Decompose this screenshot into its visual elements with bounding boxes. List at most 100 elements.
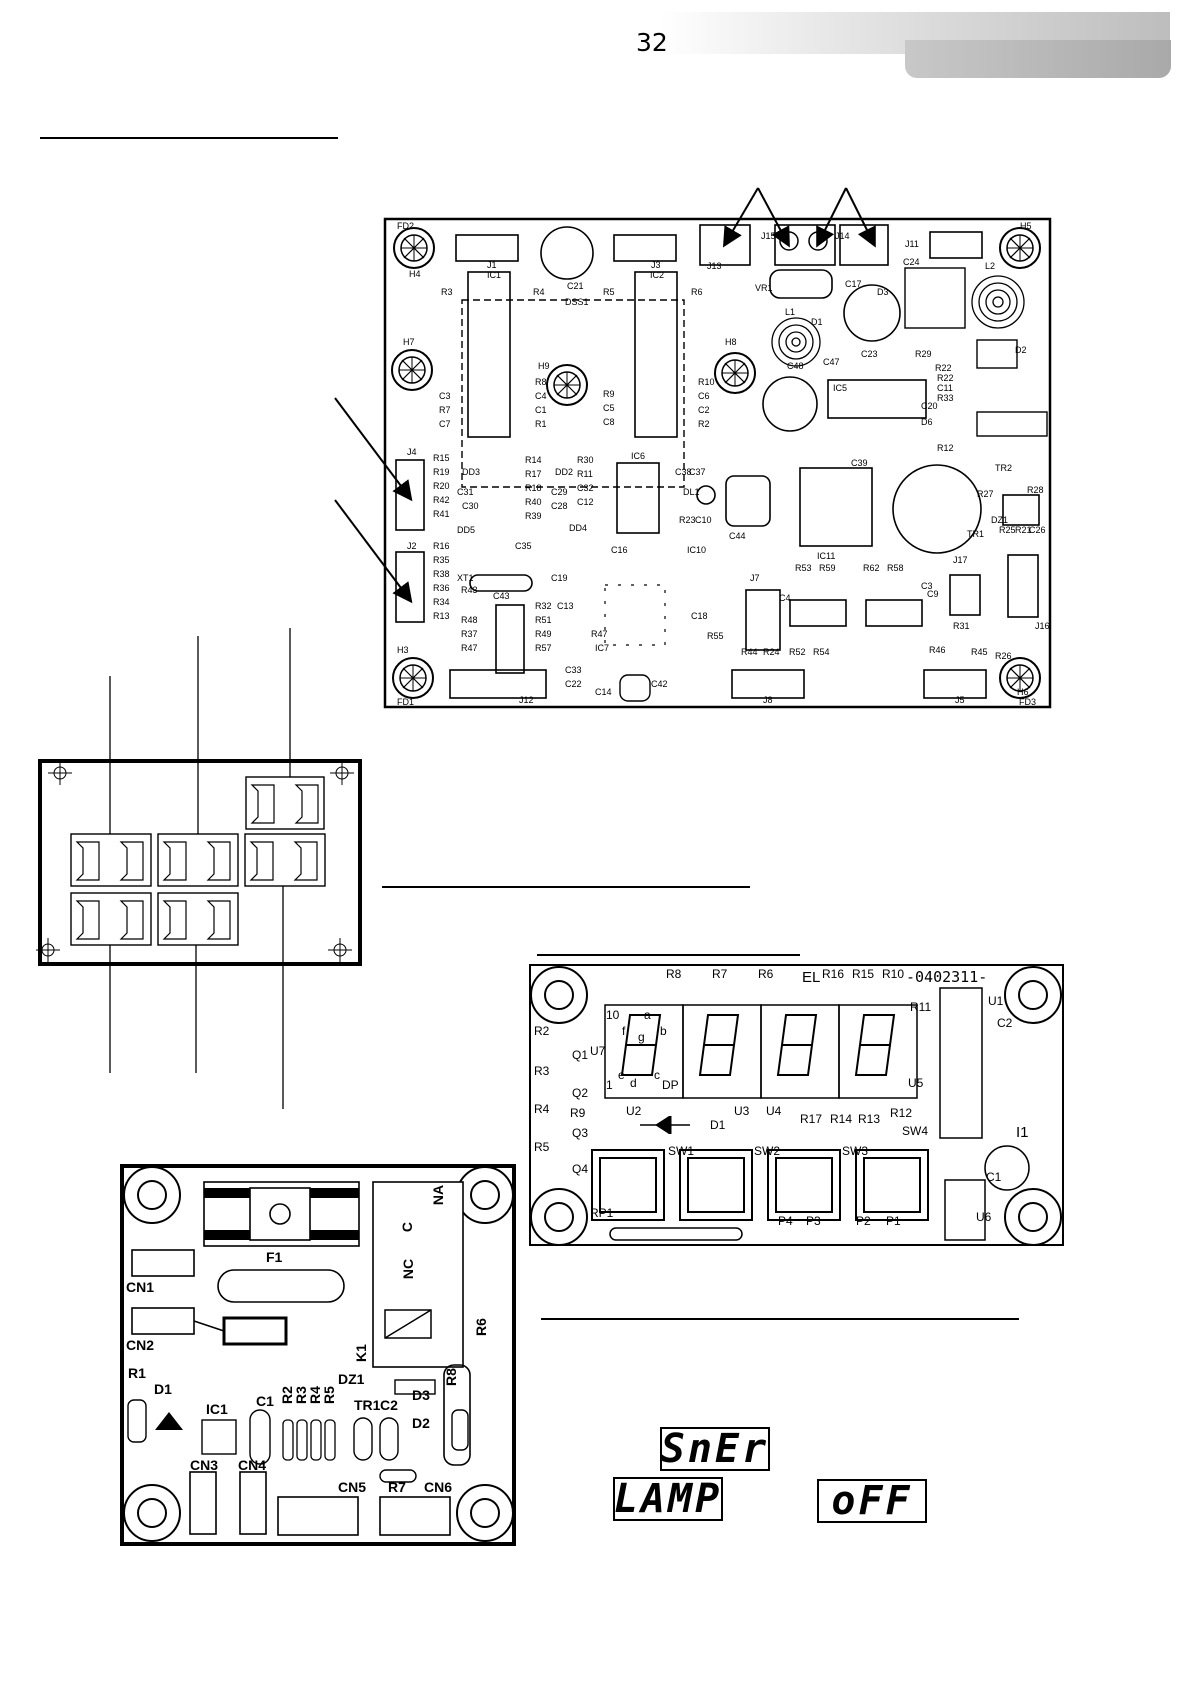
main-board-label: R14 (525, 455, 542, 465)
main-board-label: H4 (409, 269, 421, 279)
main-board-label: R47 (591, 629, 608, 639)
display-board-label: Q4 (572, 1162, 589, 1176)
main-board-label: R30 (577, 455, 594, 465)
main-control-board (334, 187, 1052, 709)
main-board-label: R18 (525, 483, 542, 493)
main-board-label: D2 (1015, 345, 1027, 355)
main-board-label: IC2 (650, 270, 665, 280)
main-board-labels: FD2 H5 H4 J1 IC1 C21 J3 IC2 J13 J15 J14 … (395, 222, 1050, 707)
main-board-label: DSS1 (565, 297, 589, 307)
main-board-label: R51 (535, 615, 552, 625)
main-board-label: R11 (577, 469, 593, 479)
main-board-label: J13 (707, 261, 722, 271)
relay-board-label: C (399, 1221, 416, 1233)
main-board-label: R46 (929, 645, 946, 655)
relay-board-label: R2 (278, 1386, 295, 1404)
main-board-label: R21 (1015, 525, 1032, 535)
main-board-label: R1 (535, 419, 547, 429)
header-tab (905, 40, 1171, 78)
display-board (529, 964, 1064, 1246)
display-board-label: R5 (534, 1140, 550, 1154)
main-board-label: R4 (533, 287, 545, 297)
main-board-label: DD5 (457, 525, 476, 535)
display-board-label: R11 (910, 1000, 932, 1014)
main-board-label: D6 (921, 417, 933, 427)
main-board-label: C4 (535, 391, 547, 401)
main-board-label: C38 (675, 467, 692, 477)
main-board-label: C3 (439, 391, 451, 401)
display-board-label: P1 (886, 1214, 901, 1228)
display-board-label: R16 (822, 967, 845, 981)
main-board-label: R2 (698, 419, 710, 429)
main-board-label: C33 (565, 665, 582, 675)
main-board-label: C9 (927, 589, 939, 599)
segment-label: d (630, 1076, 637, 1090)
main-board-label: R43 (461, 585, 478, 595)
main-board-label: L2 (985, 261, 996, 271)
main-board-label: R15 (433, 453, 450, 463)
display-board-label: R6 (758, 967, 774, 981)
main-board-label: R39 (525, 511, 542, 521)
relay-board-label: NA (430, 1184, 447, 1206)
main-board-label: J3 (651, 260, 661, 270)
main-board-label: R32 (535, 601, 552, 611)
segment-label: 10 (606, 1008, 620, 1022)
display-code-text: -0402311- (906, 968, 988, 986)
display-board-label: I1 (1016, 1124, 1029, 1141)
relay-board-label: D3 (412, 1387, 430, 1403)
segment-label: DP (662, 1078, 679, 1092)
main-board-label: J14 (835, 231, 850, 241)
relay-board-label: R6 (472, 1318, 489, 1336)
main-board-label: D3 (877, 287, 889, 297)
main-board-label: R29 (915, 349, 932, 359)
relay-board-label: R8 (442, 1368, 459, 1386)
main-board-label: C37 (689, 467, 706, 477)
display-board-label: P2 (856, 1214, 871, 1228)
main-board-label: DD3 (462, 467, 481, 477)
relay-board-label: TR1 (354, 1397, 381, 1413)
main-board-label: J2 (407, 541, 417, 551)
segment-label: f (622, 1024, 626, 1038)
segment-label: e (618, 1068, 625, 1082)
main-board-label: C7 (439, 419, 451, 429)
main-board-label: R7 (439, 405, 451, 415)
main-board-label: R25 (999, 525, 1016, 535)
main-board-label: C48 (787, 361, 804, 371)
main-board-label: DD4 (569, 523, 588, 533)
main-board-label: R23 (679, 515, 696, 525)
relay-board (120, 1164, 516, 1546)
relay-board-label: R1 (128, 1365, 146, 1381)
main-board-label: C30 (462, 501, 479, 511)
main-board-label: D1 (811, 317, 823, 327)
relay-board-label: CN4 (238, 1457, 267, 1473)
display-board-label: D1 (710, 1118, 726, 1132)
main-board-label: R52 (789, 647, 806, 657)
main-board-label: FD1 (397, 697, 415, 707)
segment-label: a (644, 1008, 651, 1022)
relay-board-label: D1 (154, 1381, 172, 1397)
main-board-label: R33 (937, 393, 954, 403)
main-board-label: DL1 (683, 487, 700, 497)
main-board-label: R48 (461, 615, 478, 625)
display-board-label: R8 (666, 967, 682, 981)
relay-board-label: F1 (266, 1249, 283, 1265)
main-board-label: R34 (433, 597, 450, 607)
main-board-label: R31 (953, 621, 970, 631)
main-board-label: H9 (538, 361, 550, 371)
main-board-label: IC1 (487, 270, 502, 280)
main-board-label: C29 (551, 487, 568, 497)
main-board-label: C20 (921, 401, 938, 411)
main-board-label: C3 (921, 581, 933, 591)
relay-board-label: D2 (412, 1415, 430, 1431)
main-board-label: R10 (698, 377, 715, 387)
display-board-label: R4 (534, 1102, 550, 1116)
display-board-label: R9 (570, 1106, 586, 1120)
main-board-label: J4 (407, 447, 417, 457)
main-board-label: C19 (551, 573, 568, 583)
relay-board-label: R3 (292, 1386, 309, 1404)
display-board-label: P4 (778, 1214, 793, 1228)
main-board-label: C1 (535, 405, 547, 415)
display-board-label: R14 (830, 1112, 853, 1126)
main-board-label: FD2 (397, 221, 415, 231)
main-board-label: IC10 (687, 545, 707, 555)
